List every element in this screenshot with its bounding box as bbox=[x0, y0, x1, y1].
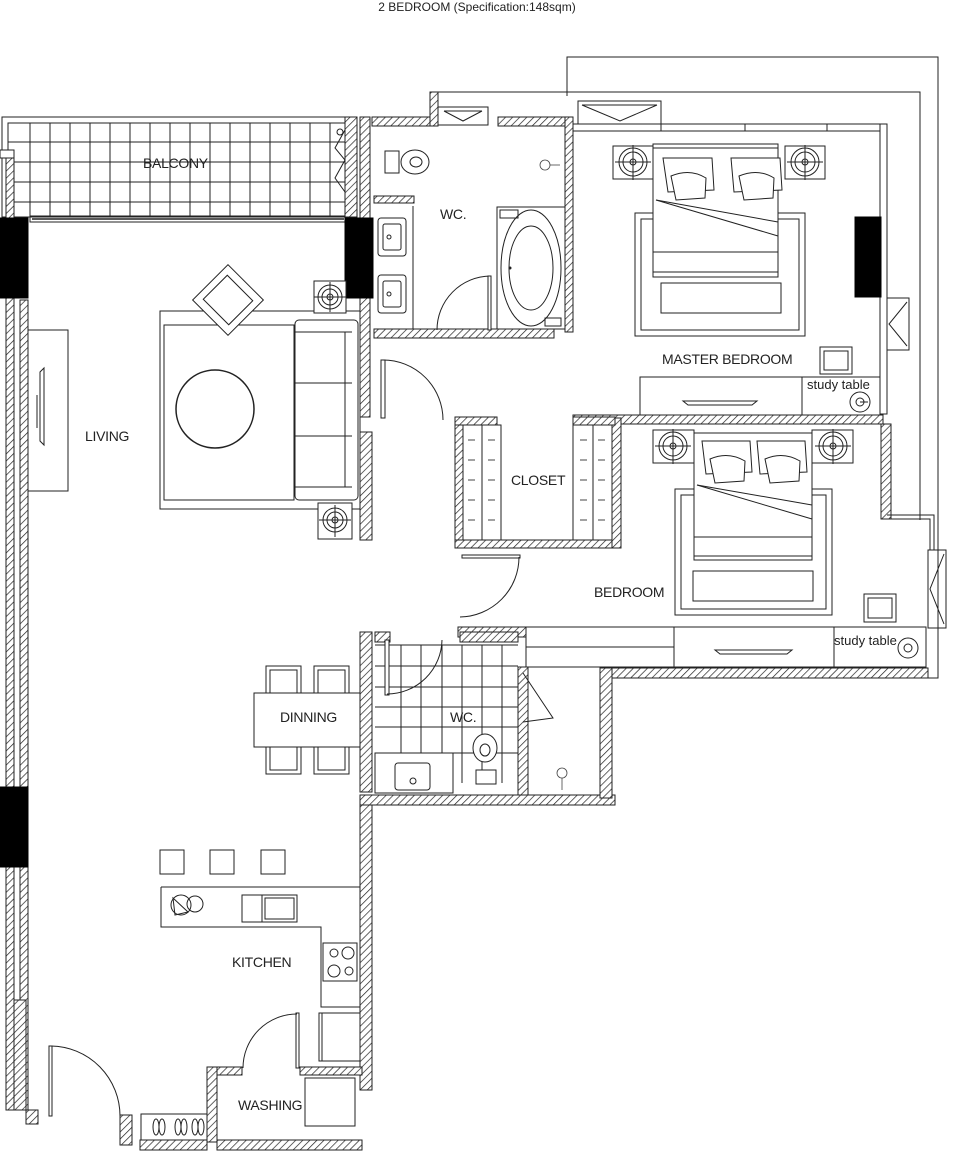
chair-icon bbox=[265, 665, 350, 775]
structural-column bbox=[344, 217, 374, 299]
structural-column bbox=[854, 216, 882, 298]
bedroom-wardrobe[interactable] bbox=[525, 626, 835, 668]
master-bedroom-walls bbox=[572, 100, 910, 425]
room-label-closet: CLOSET bbox=[511, 472, 566, 488]
dining-table[interactable] bbox=[253, 692, 361, 748]
wc-common-room[interactable]: WC. bbox=[359, 631, 616, 806]
study-table-label: study table bbox=[807, 377, 870, 392]
room-label-dining: DINNING bbox=[280, 709, 337, 725]
pillow-icon bbox=[701, 440, 808, 484]
room-label-master-bedroom: MASTER BEDROOM bbox=[662, 351, 792, 367]
bar-stool-icon bbox=[159, 849, 286, 875]
tv-console bbox=[27, 329, 69, 492]
bathtub-icon bbox=[496, 206, 566, 330]
exterior-wall-left bbox=[0, 149, 39, 1125]
master-study-table[interactable]: study table bbox=[801, 346, 881, 416]
room-label-washing: WASHING bbox=[238, 1097, 302, 1113]
bedroom-side-window[interactable] bbox=[927, 549, 947, 629]
balcony-area[interactable]: BALCONY bbox=[1, 116, 353, 223]
washbasin-icon bbox=[394, 762, 431, 791]
washbasin-icon bbox=[377, 217, 407, 314]
washing-machine[interactable] bbox=[304, 1077, 356, 1127]
toilet-icon bbox=[472, 733, 498, 785]
room-label-wc-common: WC. bbox=[450, 709, 476, 725]
living-room[interactable]: LIVING bbox=[27, 263, 361, 540]
refrigerator[interactable] bbox=[318, 1012, 361, 1062]
bed[interactable] bbox=[674, 432, 833, 616]
shower-icon bbox=[539, 159, 560, 171]
mixer-icon bbox=[170, 894, 204, 916]
closet-door[interactable] bbox=[459, 554, 521, 618]
room-label-balcony: BALCONY bbox=[143, 155, 209, 171]
room-label-living: LIVING bbox=[85, 428, 129, 444]
bedside-lamp-icon bbox=[612, 145, 826, 180]
room-label-wc-master: WC. bbox=[440, 206, 466, 222]
structural-column bbox=[0, 217, 29, 299]
dining-area[interactable]: DINNING bbox=[253, 665, 361, 775]
structural-column bbox=[0, 786, 29, 868]
wc-master-room[interactable]: WC. bbox=[377, 149, 566, 331]
door-swing[interactable] bbox=[522, 672, 554, 723]
armchair[interactable] bbox=[191, 263, 265, 337]
chair-icon bbox=[863, 593, 897, 623]
master-wardrobe[interactable] bbox=[639, 376, 803, 416]
master-bedroom-side-window[interactable] bbox=[886, 297, 910, 351]
hanger-marks bbox=[468, 439, 605, 521]
closet-room[interactable]: CLOSET bbox=[454, 416, 622, 549]
plan-title: 2 BEDROOM (Specification:148sqm) bbox=[378, 0, 576, 14]
hall-door[interactable] bbox=[359, 359, 444, 541]
door-swing[interactable] bbox=[436, 275, 492, 331]
toilet-icon bbox=[384, 149, 430, 175]
room-label-bedroom: BEDROOM bbox=[594, 584, 664, 600]
kitchen-area[interactable]: KITCHEN bbox=[159, 804, 373, 1091]
study-table-label: study table bbox=[834, 633, 897, 648]
sofa[interactable] bbox=[294, 319, 359, 501]
shower-icon bbox=[556, 767, 568, 790]
bedroom-study-table[interactable]: study table bbox=[833, 593, 927, 668]
coffee-table[interactable] bbox=[175, 369, 255, 449]
pillow-icon bbox=[662, 157, 783, 201]
room-label-kitchen: KITCHEN bbox=[232, 954, 291, 970]
boundary-lines bbox=[430, 56, 939, 679]
shoe-rack bbox=[140, 1113, 208, 1141]
bedside-lamp-icon bbox=[652, 429, 854, 464]
balcony-tile-grid bbox=[8, 123, 346, 217]
washing-area[interactable]: WASHING bbox=[206, 1012, 363, 1151]
door-swing[interactable] bbox=[384, 639, 443, 696]
master-bed[interactable] bbox=[634, 143, 806, 337]
master-wc-window[interactable] bbox=[437, 106, 489, 126]
floor-lamp-icon bbox=[313, 280, 353, 540]
sink-icon[interactable] bbox=[241, 894, 298, 923]
balcony-folding-door[interactable] bbox=[334, 129, 346, 193]
door-swing[interactable] bbox=[242, 1012, 300, 1069]
kitchen-counter bbox=[160, 886, 361, 1008]
stove-icon[interactable] bbox=[322, 942, 358, 982]
tv-icon bbox=[39, 366, 45, 447]
